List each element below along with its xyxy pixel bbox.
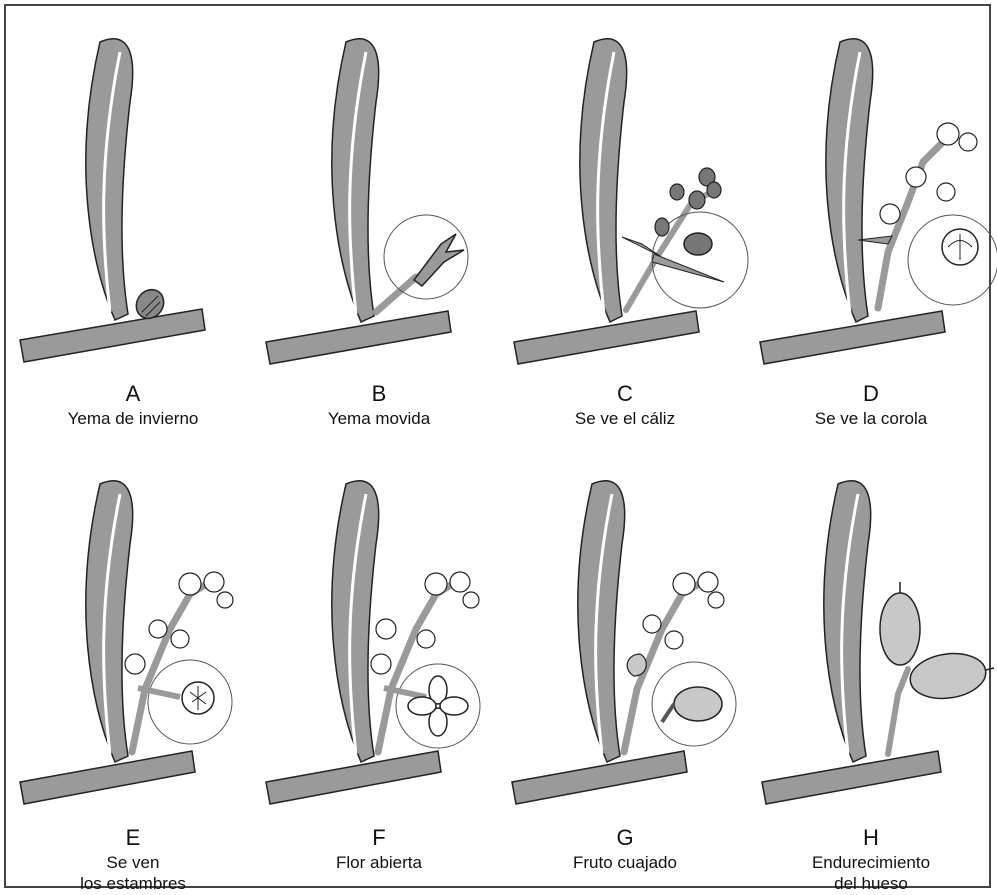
stage-letter: F <box>256 826 502 850</box>
stage-letter: H <box>748 826 994 850</box>
leaf <box>578 481 625 762</box>
stage-label: Yema de invierno <box>10 408 256 429</box>
branch <box>760 311 945 364</box>
branch <box>20 751 195 804</box>
calyx-bud <box>670 184 684 200</box>
small-fruit <box>627 654 646 676</box>
magnifier-circle <box>384 215 468 299</box>
stage-a-panel: A Yema de invierno <box>10 12 256 452</box>
stage-label: Flor abierta <box>256 852 502 873</box>
stage-e-panel: E Se ven los estambres <box>10 454 256 894</box>
stage-f-illustration <box>256 454 502 804</box>
stage-c-panel: C Se ve el cáliz <box>502 12 748 452</box>
leaf <box>824 481 871 762</box>
calyx-bud <box>689 191 705 209</box>
open-flower <box>408 676 468 736</box>
stage-f-panel: F Flor abierta <box>256 454 502 894</box>
hardened-fruit <box>907 649 988 703</box>
stage-letter: E <box>10 826 256 850</box>
stage-letter: B <box>256 382 502 406</box>
hardened-fruit <box>880 593 920 665</box>
stage-e-illustration <box>10 454 256 804</box>
stage-label: Se ve el cáliz <box>502 408 748 429</box>
stage-letter: A <box>10 382 256 406</box>
stage-letter: D <box>748 382 994 406</box>
stage-g-panel: G Fruto cuajado <box>502 454 748 894</box>
stage-b-illustration <box>256 12 502 362</box>
branch <box>514 311 699 364</box>
corolla-bud <box>880 204 900 224</box>
calyx-bud <box>684 233 712 255</box>
stage-label: Se ven los estambres <box>10 852 256 894</box>
stage-b-panel: B Yema movida <box>256 12 502 452</box>
diagram-frame: A Yema de invierno B Yema movida <box>4 4 991 888</box>
stage-h-illustration <box>748 454 994 804</box>
stage-d-panel: D Se ve la corola <box>748 12 994 452</box>
branch <box>266 751 441 804</box>
corolla-bud <box>937 123 959 145</box>
stage-label: Endurecimiento del hueso <box>748 852 994 894</box>
stage-label: Se ve la corola <box>748 408 994 429</box>
corolla-bud <box>959 133 977 151</box>
leaf <box>86 39 133 320</box>
calyx-bud <box>655 218 669 236</box>
stage-letter: C <box>502 382 748 406</box>
branch <box>20 309 205 362</box>
leaf <box>332 39 379 322</box>
fruit-stalk <box>888 669 908 754</box>
stage-d-illustration <box>748 12 994 362</box>
stage-c-illustration <box>502 12 748 362</box>
corolla-bud <box>937 183 955 201</box>
stage-label: Fruto cuajado <box>502 852 748 873</box>
bract <box>858 236 892 244</box>
bud-stalk <box>376 277 416 312</box>
stage-a-illustration <box>10 12 256 362</box>
leaf <box>86 481 133 762</box>
moved-bud <box>414 234 464 286</box>
leaf <box>580 39 627 322</box>
stage-g-illustration <box>502 454 748 804</box>
stage-h-panel: H Endurecimiento del hueso <box>748 454 994 894</box>
branch <box>266 311 451 364</box>
branch <box>512 751 687 804</box>
calyx-bud <box>707 182 721 198</box>
set-fruit <box>674 687 722 721</box>
leaf <box>332 481 379 762</box>
bract <box>652 254 724 282</box>
leaf <box>826 39 873 322</box>
stage-letter: G <box>502 826 748 850</box>
stage-label: Yema movida <box>256 408 502 429</box>
corolla-bud <box>906 167 926 187</box>
